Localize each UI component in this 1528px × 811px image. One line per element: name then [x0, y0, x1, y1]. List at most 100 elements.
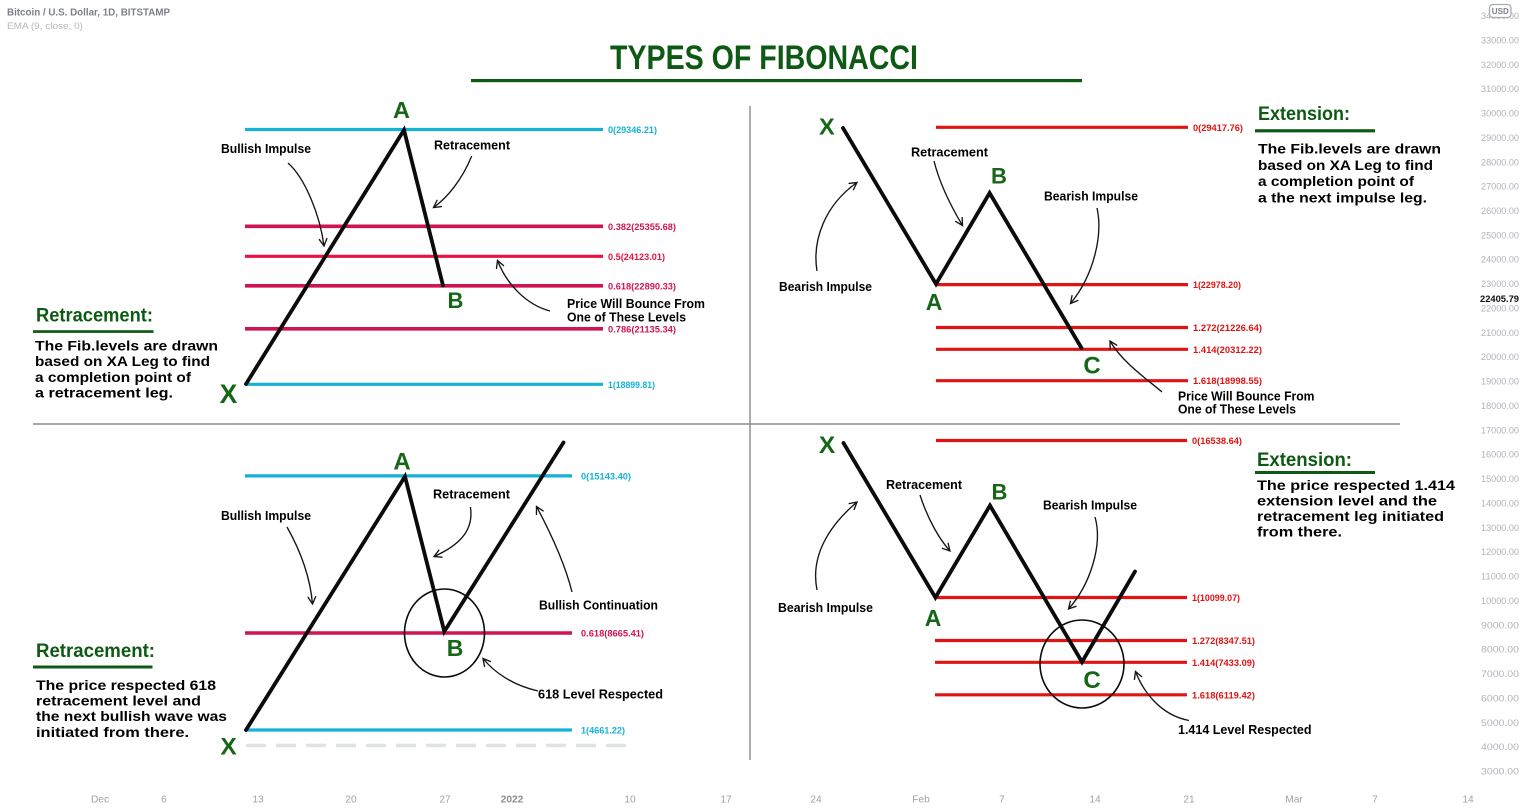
- svg-text:X: X: [819, 114, 835, 140]
- svg-text:Retracement: Retracement: [433, 487, 511, 502]
- svg-text:0(15143.40): 0(15143.40): [581, 471, 631, 481]
- svg-text:0(29346.21): 0(29346.21): [608, 125, 657, 135]
- svg-text:9000.00: 9000.00: [1481, 620, 1519, 630]
- svg-text:1.618(6119.42): 1.618(6119.42): [1192, 690, 1255, 700]
- svg-text:A: A: [925, 605, 942, 631]
- svg-text:Retracement:: Retracement:: [36, 305, 153, 327]
- svg-text:A: A: [926, 289, 943, 315]
- svg-text:28000.00: 28000.00: [1481, 157, 1519, 167]
- svg-text:0.382(25355.68): 0.382(25355.68): [608, 222, 676, 232]
- svg-text:20000.00: 20000.00: [1481, 352, 1519, 362]
- svg-text:19000.00: 19000.00: [1481, 377, 1519, 387]
- svg-text:Retracement: Retracement: [911, 145, 989, 160]
- svg-text:The price respected 1.414: The price respected 1.414: [1257, 478, 1456, 493]
- svg-text:22405.79: 22405.79: [1480, 294, 1519, 305]
- svg-text:22000.00: 22000.00: [1481, 303, 1519, 313]
- svg-text:0.618(8665.41): 0.618(8665.41): [581, 629, 644, 639]
- svg-text:based on XA Leg to find: based on XA Leg to find: [1258, 158, 1433, 173]
- svg-text:the next bullish wave was: the next bullish wave was: [36, 709, 227, 724]
- svg-text:1.414(20312.22): 1.414(20312.22): [1193, 345, 1262, 355]
- svg-text:18000.00: 18000.00: [1481, 401, 1519, 411]
- svg-text:Retracement: Retracement: [434, 138, 511, 153]
- svg-text:Bullish Impulse: Bullish Impulse: [221, 141, 311, 156]
- svg-text:EMA (9, close, 0): EMA (9, close, 0): [7, 20, 83, 31]
- svg-text:Bearish Impulse: Bearish Impulse: [779, 279, 872, 294]
- svg-text:1.414(7433.09): 1.414(7433.09): [1192, 658, 1255, 668]
- svg-text:0.786(21135.34): 0.786(21135.34): [608, 324, 676, 334]
- svg-text:10000.00: 10000.00: [1481, 596, 1519, 606]
- svg-text:One of These Levels: One of These Levels: [567, 310, 686, 325]
- svg-text:C: C: [1083, 667, 1100, 694]
- svg-text:B: B: [447, 635, 464, 661]
- svg-text:A: A: [393, 449, 410, 476]
- svg-text:21000.00: 21000.00: [1481, 328, 1519, 338]
- svg-text:618 Level Respected: 618 Level Respected: [538, 687, 663, 702]
- svg-text:X: X: [220, 379, 238, 409]
- svg-text:14: 14: [1462, 795, 1474, 806]
- svg-text:Bullish Continuation: Bullish Continuation: [539, 598, 658, 613]
- svg-text:0.618(22890.33): 0.618(22890.33): [608, 281, 676, 291]
- svg-text:a completion point of: a completion point of: [35, 370, 192, 385]
- svg-text:30000.00: 30000.00: [1481, 109, 1519, 119]
- svg-text:Price Will Bounce From: Price Will Bounce From: [567, 296, 705, 311]
- svg-text:Retracement:: Retracement:: [36, 640, 155, 662]
- svg-text:One of These Levels: One of These Levels: [1178, 402, 1296, 417]
- svg-text:from there.: from there.: [1257, 525, 1342, 540]
- svg-text:23000.00: 23000.00: [1481, 279, 1519, 289]
- svg-text:A: A: [393, 97, 410, 123]
- svg-text:33000.00: 33000.00: [1481, 35, 1519, 45]
- svg-text:TYPES OF FIBONACCI: TYPES OF FIBONACCI: [610, 39, 918, 77]
- svg-text:1.272(21226.64): 1.272(21226.64): [1193, 323, 1262, 333]
- svg-text:extension level and the: extension level and the: [1257, 494, 1438, 509]
- svg-text:B: B: [992, 480, 1008, 505]
- svg-text:Bullish Impulse: Bullish Impulse: [221, 508, 311, 523]
- svg-text:Bearish Impulse: Bearish Impulse: [1044, 189, 1138, 204]
- svg-text:a the next impulse leg.: a the next impulse leg.: [1258, 190, 1427, 205]
- svg-text:1(4661.22): 1(4661.22): [581, 726, 625, 736]
- svg-text:a completion point of: a completion point of: [1258, 174, 1415, 189]
- svg-text:1(22978.20): 1(22978.20): [1193, 280, 1241, 290]
- svg-text:0.5(24123.01): 0.5(24123.01): [608, 252, 665, 262]
- svg-text:a retracement leg.: a retracement leg.: [35, 386, 173, 401]
- svg-text:25000.00: 25000.00: [1481, 230, 1519, 240]
- svg-text:0(29417.76): 0(29417.76): [1193, 123, 1243, 133]
- svg-text:13: 13: [252, 795, 264, 806]
- svg-text:3000.00: 3000.00: [1481, 767, 1519, 777]
- svg-text:14: 14: [1089, 795, 1101, 806]
- svg-text:Dec: Dec: [91, 795, 109, 806]
- svg-text:USD: USD: [1492, 6, 1509, 16]
- svg-text:24: 24: [810, 795, 822, 806]
- svg-text:1(10099.07): 1(10099.07): [1192, 593, 1240, 603]
- svg-text:Retracement: Retracement: [886, 477, 963, 492]
- svg-text:0(16538.64): 0(16538.64): [1192, 436, 1242, 446]
- svg-text:Bitcoin / U.S. Dollar, 1D, BIT: Bitcoin / U.S. Dollar, 1D, BITSTAMP: [7, 8, 171, 19]
- svg-text:Feb: Feb: [912, 795, 930, 806]
- svg-text:Extension:: Extension:: [1257, 449, 1352, 471]
- svg-text:retracement leg initiated: retracement leg initiated: [1257, 509, 1444, 524]
- svg-text:12000.00: 12000.00: [1481, 547, 1519, 557]
- svg-text:1.414 Level Respected: 1.414 Level Respected: [1178, 722, 1312, 737]
- svg-text:4000.00: 4000.00: [1481, 742, 1519, 752]
- svg-text:8000.00: 8000.00: [1481, 645, 1519, 655]
- svg-text:retracement level and: retracement level and: [36, 694, 201, 709]
- svg-text:32000.00: 32000.00: [1481, 60, 1519, 70]
- svg-text:29000.00: 29000.00: [1481, 133, 1519, 143]
- svg-text:B: B: [991, 164, 1007, 189]
- svg-text:10: 10: [624, 795, 636, 806]
- svg-text:5000.00: 5000.00: [1481, 718, 1519, 728]
- svg-text:1.618(18998.55): 1.618(18998.55): [1193, 376, 1262, 386]
- svg-text:26000.00: 26000.00: [1481, 206, 1519, 216]
- svg-text:11000.00: 11000.00: [1481, 572, 1519, 582]
- svg-text:7000.00: 7000.00: [1481, 669, 1519, 679]
- svg-text:Bearish Impulse: Bearish Impulse: [1043, 498, 1137, 513]
- svg-text:27: 27: [439, 795, 451, 806]
- svg-text:1(18899.81): 1(18899.81): [608, 380, 655, 390]
- svg-text:17000.00: 17000.00: [1481, 425, 1519, 435]
- svg-text:B: B: [448, 288, 464, 313]
- svg-text:20: 20: [345, 795, 357, 806]
- svg-text:6: 6: [161, 795, 167, 806]
- svg-text:initiated from there.: initiated from there.: [36, 725, 189, 740]
- svg-text:6000.00: 6000.00: [1481, 693, 1519, 703]
- svg-text:27000.00: 27000.00: [1481, 182, 1519, 192]
- svg-text:C: C: [1083, 353, 1100, 380]
